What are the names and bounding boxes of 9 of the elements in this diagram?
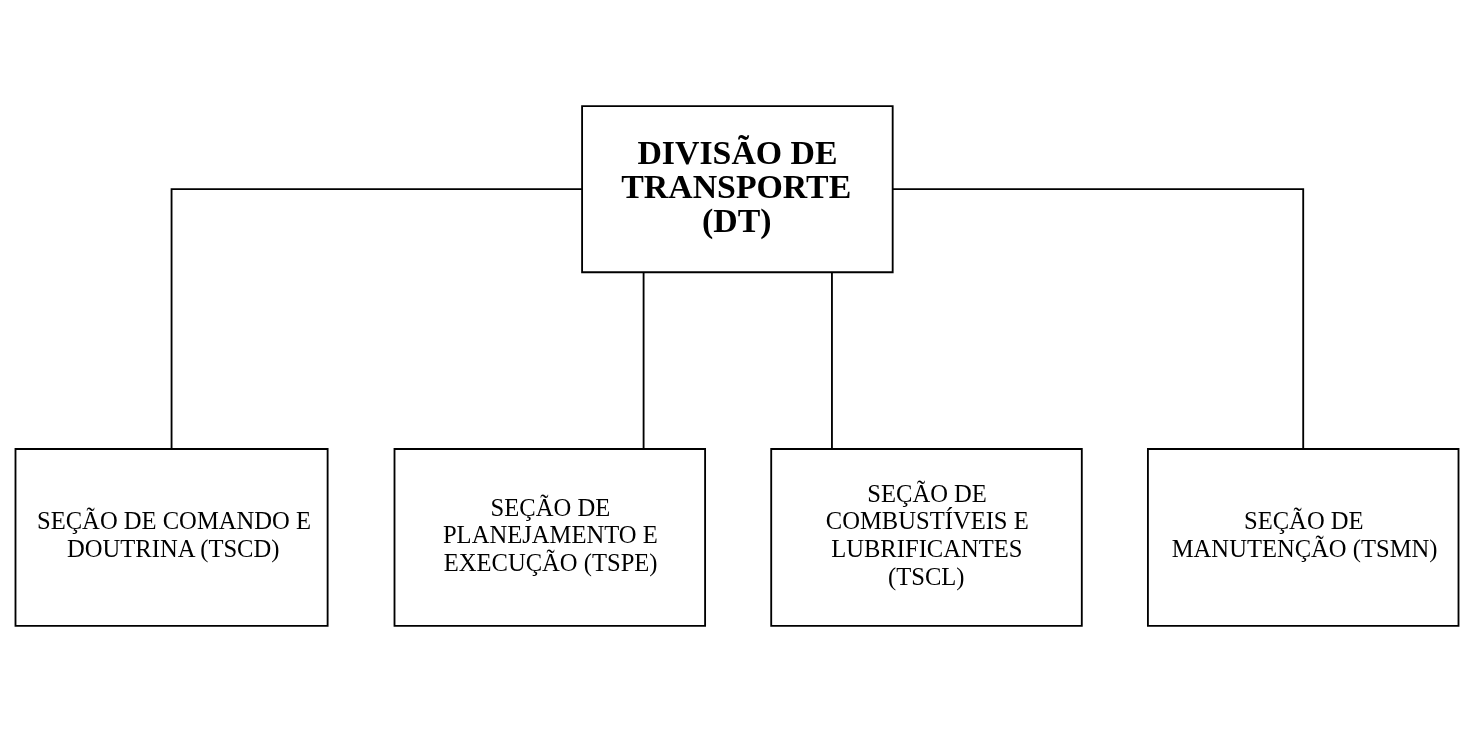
connector — [831, 271, 833, 450]
node-box: SEÇÃO DE MANUTENÇÃO (TSMN) — [1147, 447, 1460, 627]
node-box: DIVISÃO DE TRANSPORTE (DT) — [581, 104, 894, 273]
connector — [642, 271, 645, 450]
node-box: SEÇÃO DE COMBUSTÍVEIS E LUBRIFICANTES (TSCL) — [770, 447, 1083, 627]
connector — [170, 187, 583, 450]
node-box: SEÇÃO DE PLANEJAMENTO E EXECUÇÃO (TSPE) — [393, 447, 707, 627]
connector — [891, 187, 1305, 450]
node-box: SEÇÃO DE COMANDO E DOUTRINA (TSCD) — [14, 447, 329, 627]
